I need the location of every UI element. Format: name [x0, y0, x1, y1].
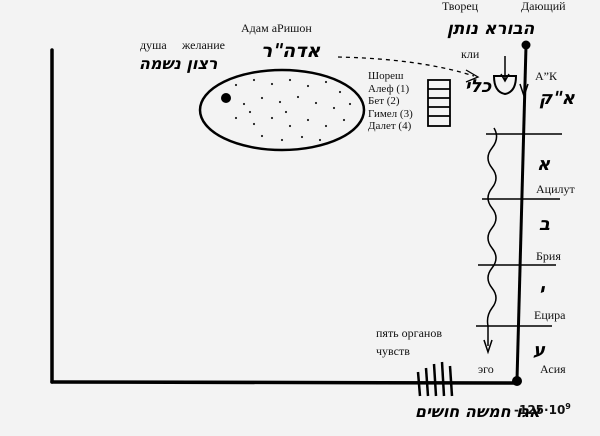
label-ego: эго [478, 362, 494, 376]
dashed-arrow [337, 56, 475, 77]
letter-row-gimel: Гимел (3) [368, 107, 413, 120]
hebrew-kli: כלי [463, 76, 495, 97]
label-kli: кли [461, 47, 480, 61]
label-adam: Адам аРишон [241, 21, 312, 35]
hebrew-top-right: הבורא נותן [445, 19, 538, 39]
number-mantissa: -125·10 [514, 403, 566, 417]
adam-ellipse [198, 68, 366, 152]
letters-ladder [427, 79, 451, 127]
ellipse-speckles [234, 78, 352, 142]
label-asiya: Асия [540, 362, 566, 376]
label-atsilut: Ацилут [536, 182, 575, 196]
letter-row-shoresh: Шореш [368, 70, 404, 82]
hebrew-ak: א"ק [537, 88, 578, 109]
letter-row-dalet: Далет (4) [368, 120, 412, 132]
label-senses: чувств [376, 344, 410, 358]
five-senses-ticks [416, 361, 454, 397]
label-dayushchiy: Дающий [521, 0, 566, 13]
letter-row-alef: Алеф (1) [368, 82, 410, 95]
ego-wavy-line [486, 127, 498, 346]
label-zhelanie: желание [182, 38, 225, 52]
number-value: -125·109 [514, 400, 571, 417]
soul-dot [221, 93, 231, 103]
dashed-arrow-head [465, 69, 480, 83]
label-yetsira: Ецира [534, 308, 566, 322]
letter-row-bet: Бет (2) [368, 95, 400, 107]
giver-top-dot [521, 40, 531, 50]
letters-list: Шореш Алеф (1) Бет (2) Гимел (3) Далет (… [368, 70, 413, 133]
label-dusha: душа [140, 38, 167, 52]
ego-arrow-head [483, 339, 493, 355]
hebrew-adam: אדה"ר [259, 40, 324, 62]
label-tvorets: Творец [442, 0, 479, 13]
giver-axis [515, 45, 528, 381]
label-briya: Брия [536, 249, 561, 263]
number-exponent: 9 [565, 402, 571, 411]
label-ak: А”К [535, 69, 557, 83]
kli-vessel [492, 75, 518, 96]
giver-bottom-dot [512, 376, 522, 386]
giver-axis-arrow [519, 83, 529, 99]
frame-bottom-line [50, 380, 518, 385]
label-five-organs: пять органов [376, 326, 442, 340]
hebrew-ratzon-neshama: רצון נשמה [137, 54, 221, 73]
kli-arrow-head [500, 73, 510, 83]
